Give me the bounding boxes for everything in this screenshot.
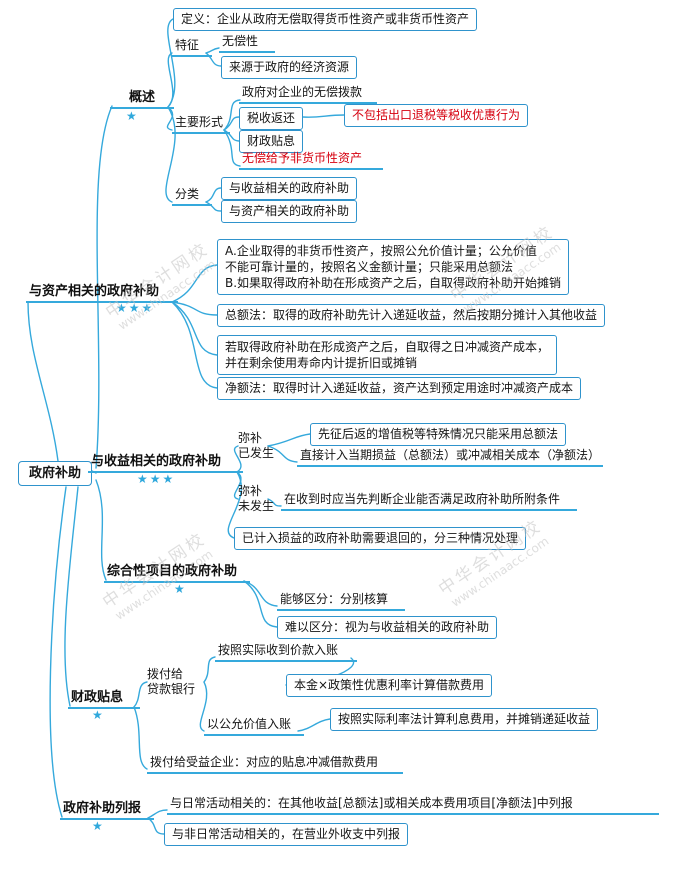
node-separable: 能够区分：分别核算 [277,592,405,611]
node-features: 特征 [172,38,212,57]
node-class-income: 与收益相关的政府补助 [221,177,358,200]
node-incurred-treatment: 直接计入当期损益（总额法）或冲减相关成本（净额法） [297,448,603,467]
line: 贷款银行 [147,682,196,696]
branch-presentation: 政府补助列报 [60,801,154,820]
node-to-enterprise: 拨付给受益企业：对应的贴息冲减借款费用 [147,755,403,774]
node-daily-presentation: 与日常活动相关的：在其他收益[总额法]或相关成本费用项目[净额法]中列报 [167,796,659,815]
node-tax-refund-note: 不包括出口退税等税收优惠行为 [344,104,529,127]
branch-asset-related: 与资产相关的政府补助 [26,284,178,303]
overview-stars: ★ [126,109,139,123]
line: 未发生 [238,499,275,513]
node-compensate-not-incurred: 弥补 未发生 [238,484,274,514]
branch-fiscal-interest: 财政贴息 [68,690,140,709]
branch-comprehensive: 综合性项目的政府补助 [104,564,250,583]
node-refund-treatment: 已计入损益的政府补助需要退回的，分三种情况处理 [234,527,527,550]
node-actual-received: 按照实际收到价款入账 [215,643,357,662]
fiscal-interest-stars: ★ [92,708,105,722]
line: 并在剩余使用寿命内计提折旧或摊销 [225,356,418,370]
line: 不能可靠计量的，按照名义金额计量；只能采用总额法 [225,260,514,274]
root-node: 政府补助 [18,461,93,486]
branch-overview: 概述 [110,90,174,109]
node-to-bank: 拨付给 贷款银行 [147,667,195,697]
line: 弥补 [238,431,263,445]
node-tax-refund: 税收返还 [239,107,304,130]
node-judge-conditions: 在收到时应当先判断企业能否满足政府补助所附条件 [281,492,577,511]
income-related-stars: ★★★ [137,472,176,486]
node-principal-rate: 本金×政策性优惠利率计算借款费用 [286,674,493,697]
node-grant: 政府对企业的无偿拨款 [239,85,377,104]
node-compensate-incurred: 弥补 已发生 [238,431,274,461]
node-main-forms: 主要形式 [172,115,230,134]
node-net-method: 净额法：取得时计入递延收益，资产达到预定用途时冲减资产成本 [217,377,582,400]
line: 拨付给 [147,667,184,681]
node-source: 来源于政府的经济资源 [221,56,358,79]
node-gross-method: 总额法：取得的政府补助先计入递延收益，然后按期分摊计入其他收益 [217,304,606,327]
node-vat-special: 先征后返的增值税等特殊情况只能采用总额法 [310,423,567,446]
node-after-formation-note: 若取得政府补助在形成资产之后，自取得之日冲减资产成本， 并在剩余使用寿命内计提折… [217,335,558,375]
node-nonmonetary: 无偿给予非货币性资产 [239,151,383,170]
node-inseparable: 难以区分：视为与收益相关的政府补助 [277,616,498,639]
line: 已发生 [238,446,275,460]
line: 弥补 [238,484,263,498]
node-fair-value: 以公允价值入账 [204,717,304,736]
node-class-asset: 与资产相关的政府补助 [221,200,358,223]
node-effective-rate: 按照实际利率法计算利息费用，并摊销递延收益 [330,708,599,731]
presentation-stars: ★ [92,819,105,833]
comprehensive-stars: ★ [174,582,187,596]
branch-income-related: 与收益相关的政府补助 [88,454,243,473]
node-asset-measurement-note: A.企业取得的非货币性资产，按照公允价值计量；公允价值 不能可靠计量的，按照名义… [217,239,570,295]
node-definition: 定义：企业从政府无偿取得货币性资产或非货币性资产 [173,8,478,31]
asset-related-stars: ★★★ [116,301,155,315]
line: B.如果取得政府补助在形成资产之后，自取得政府补助开始摊销 [225,276,562,290]
node-interest-subsidy-form: 财政贴息 [239,130,304,153]
node-gratuitous: 无偿性 [219,34,275,53]
node-classification: 分类 [172,187,212,206]
line: A.企业取得的非货币性资产，按照公允价值计量；公允价值 [225,244,537,258]
line: 若取得政府补助在形成资产之后，自取得之日冲减资产成本， [225,340,550,354]
node-nondaily-presentation: 与非日常活动相关的，在营业外收支中列报 [164,823,409,846]
